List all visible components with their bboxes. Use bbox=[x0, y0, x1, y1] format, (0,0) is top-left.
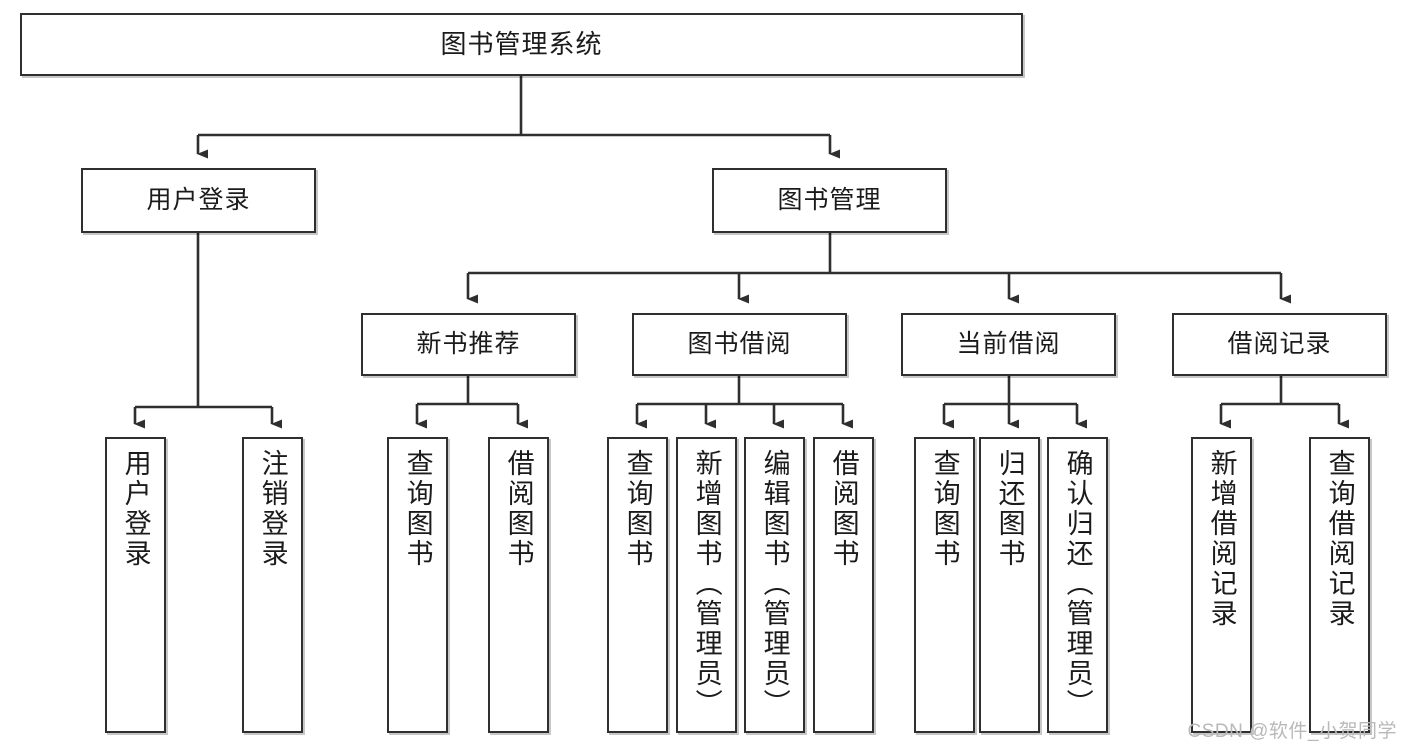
node-book-management[interactable]: 图书管理 bbox=[712, 168, 947, 233]
node-label: 新书推荐 bbox=[416, 329, 521, 358]
node-root-system[interactable]: 图书管理系统 bbox=[20, 13, 1023, 76]
node-label: 图书管理 bbox=[777, 185, 882, 214]
leaf-borrow-edit-book-admin[interactable]: 编辑图书（管理员） bbox=[744, 437, 805, 733]
node-new-book-recommend[interactable]: 新书推荐 bbox=[361, 313, 576, 376]
node-current-borrow[interactable]: 当前借阅 bbox=[901, 313, 1116, 376]
node-label: 查询图书 bbox=[622, 449, 653, 569]
node-label: 借阅记录 bbox=[1227, 329, 1332, 358]
leaf-current-confirm-return-admin[interactable]: 确认归还（管理员） bbox=[1047, 437, 1108, 733]
leaf-borrow-borrow-book[interactable]: 借阅图书 bbox=[813, 437, 874, 733]
node-label: 图书借阅 bbox=[687, 329, 792, 358]
node-label: 查询借阅记录 bbox=[1324, 449, 1355, 629]
node-borrow-record[interactable]: 借阅记录 bbox=[1172, 313, 1387, 376]
leaf-current-return-book[interactable]: 归还图书 bbox=[979, 437, 1040, 733]
leaf-user-login[interactable]: 用户登录 bbox=[105, 437, 166, 733]
leaf-record-add-record[interactable]: 新增借阅记录 bbox=[1191, 437, 1252, 733]
node-label: 确认归还（管理员） bbox=[1062, 449, 1093, 719]
leaf-current-query-book[interactable]: 查询图书 bbox=[914, 437, 975, 733]
watermark: CSDN @软件_小贺同学 bbox=[1187, 721, 1397, 742]
leaf-borrow-add-book-admin[interactable]: 新增图书（管理员） bbox=[676, 437, 737, 733]
node-label: 查询图书 bbox=[402, 449, 433, 569]
node-label: 新增图书（管理员） bbox=[691, 449, 722, 719]
node-label: 图书管理系统 bbox=[440, 29, 603, 60]
node-label: 当前借阅 bbox=[956, 329, 1061, 358]
node-label: 查询图书 bbox=[929, 449, 960, 569]
node-label: 归还图书 bbox=[994, 449, 1025, 569]
leaf-newbook-query-book[interactable]: 查询图书 bbox=[387, 437, 448, 733]
leaf-record-query-record[interactable]: 查询借阅记录 bbox=[1309, 437, 1370, 733]
node-label: 用户登录 bbox=[146, 185, 251, 214]
node-label: 新增借阅记录 bbox=[1206, 449, 1237, 629]
leaf-borrow-query-book[interactable]: 查询图书 bbox=[607, 437, 668, 733]
node-label: 编辑图书（管理员） bbox=[759, 449, 790, 719]
node-user-login[interactable]: 用户登录 bbox=[81, 168, 316, 233]
leaf-user-logout[interactable]: 注销登录 bbox=[242, 437, 303, 733]
node-label: 注销登录 bbox=[257, 449, 288, 569]
node-label: 借阅图书 bbox=[828, 449, 859, 569]
leaf-newbook-borrow-book[interactable]: 借阅图书 bbox=[488, 437, 549, 733]
node-label: 用户登录 bbox=[120, 449, 151, 569]
node-book-borrow[interactable]: 图书借阅 bbox=[632, 313, 847, 376]
node-label: 借阅图书 bbox=[503, 449, 534, 569]
